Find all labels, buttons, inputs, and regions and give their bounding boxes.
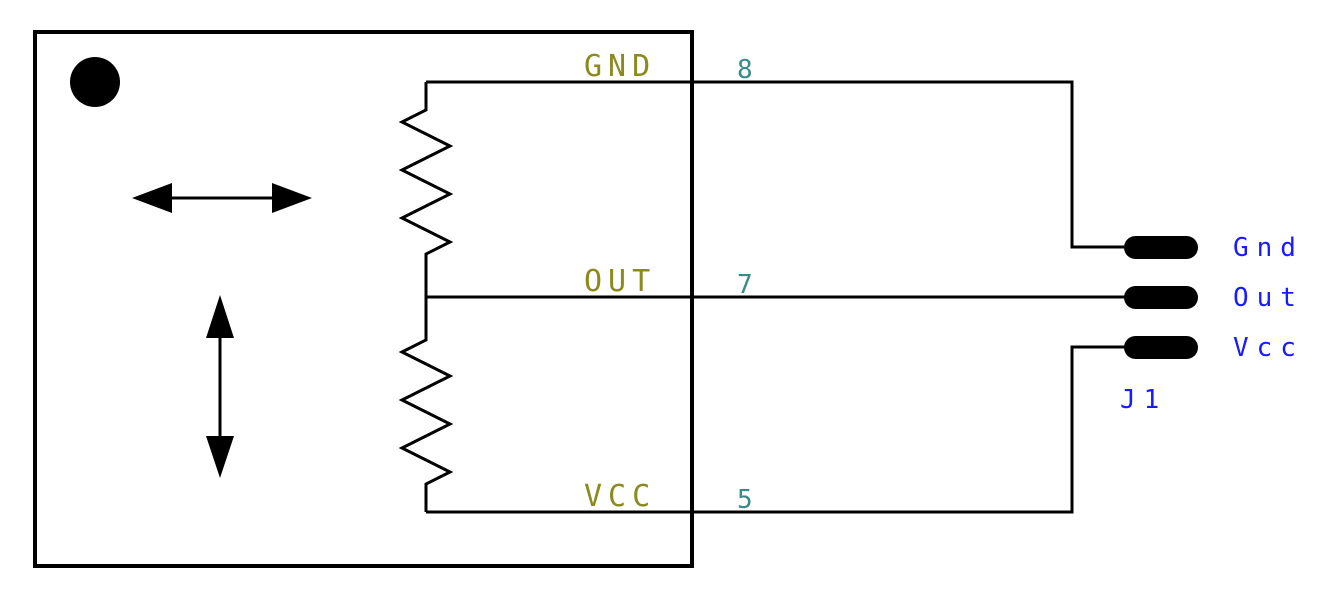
pin-name-gnd: GND [584,49,656,84]
connector-pin-vcc[interactable] [1124,336,1198,359]
horizontal-double-arrow-icon [132,183,312,213]
resistor-bottom-icon [398,297,454,512]
pin-name-out: OUT [584,264,656,299]
connector-label-gnd: Gnd [1233,233,1304,263]
pin-number-7: 7 [737,270,753,300]
connector-label-vcc: Vcc [1233,333,1304,363]
pin1-dot-icon [70,57,120,107]
pin-name-vcc: VCC [584,479,656,514]
resistor-top-icon [398,82,454,297]
connector-designator: J1 [1120,385,1167,415]
connector-label-out: Out [1233,283,1304,313]
component-body [33,30,694,568]
vcc-wire [426,345,1130,514]
pin-number-8: 8 [737,55,753,85]
pin-number-5: 5 [737,485,753,515]
connector-pin-out[interactable] [1124,286,1198,309]
connector-pin-gnd[interactable] [1124,236,1198,259]
gnd-wire [426,80,1130,249]
vertical-double-arrow-icon [206,295,234,478]
